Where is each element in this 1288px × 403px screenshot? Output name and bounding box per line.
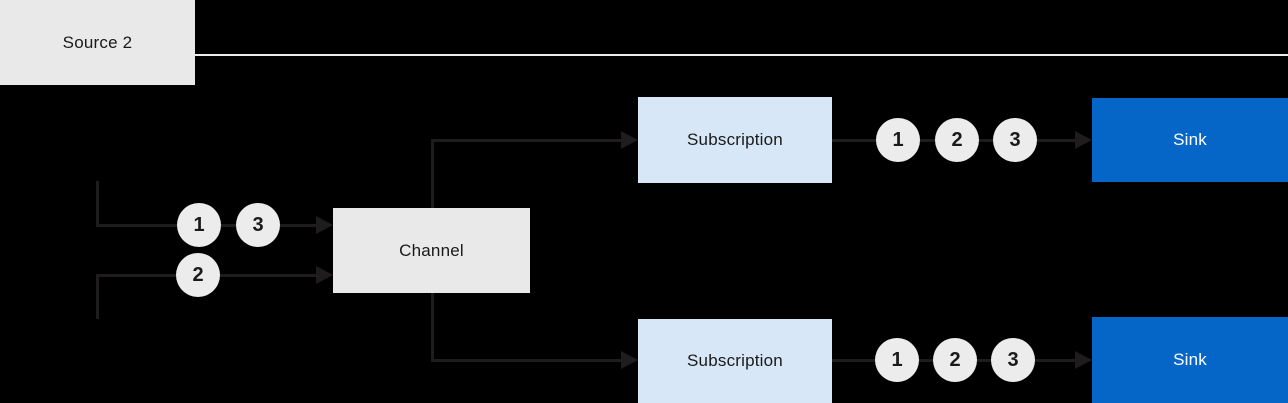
node-channel: Channel: [333, 208, 530, 293]
connector-source1-vertical: [96, 181, 99, 227]
node-sink-1: Sink: [1092, 98, 1288, 182]
arrowhead-into-channel-top: [316, 216, 333, 234]
event-circle: 3: [991, 338, 1035, 382]
connector-source2-vertical: [96, 276, 99, 319]
connector-channel-to-subscription1: [431, 139, 625, 142]
connector-channel-to-subscription2: [431, 359, 625, 362]
event-circle: 1: [177, 203, 221, 247]
event-circle: 2: [935, 118, 979, 162]
arrowhead-into-sink1: [1075, 131, 1092, 149]
event-circle: 2: [176, 253, 220, 297]
event-circle: 3: [236, 203, 280, 247]
node-subscription-1-label: Subscription: [687, 130, 783, 149]
node-subscription-2-label: Subscription: [687, 351, 783, 370]
arrowhead-into-channel-bottom: [316, 266, 333, 284]
connector-channel-up-vertical: [431, 140, 434, 208]
arrowhead-into-subscription2: [621, 351, 638, 369]
node-subscription-1: Subscription: [638, 97, 832, 183]
arrowhead-into-subscription1: [621, 131, 638, 149]
node-sink-2-label: Sink: [1173, 350, 1207, 369]
connector-channel-down-vertical: [431, 293, 434, 361]
node-source-2: Source 2: [0, 0, 195, 85]
event-circle: 2: [933, 338, 977, 382]
node-channel-label: Channel: [399, 240, 464, 260]
event-circle: 1: [875, 338, 919, 382]
node-sink-2: Sink: [1092, 317, 1288, 403]
event-circle: 1: [876, 118, 920, 162]
arrowhead-into-sink2: [1075, 351, 1092, 369]
divider-line: [0, 54, 1288, 56]
node-subscription-2: Subscription: [638, 319, 832, 403]
event-circle: 3: [993, 118, 1037, 162]
node-source-2-label: Source 2: [62, 32, 133, 52]
node-sink-1-label: Sink: [1173, 130, 1207, 149]
